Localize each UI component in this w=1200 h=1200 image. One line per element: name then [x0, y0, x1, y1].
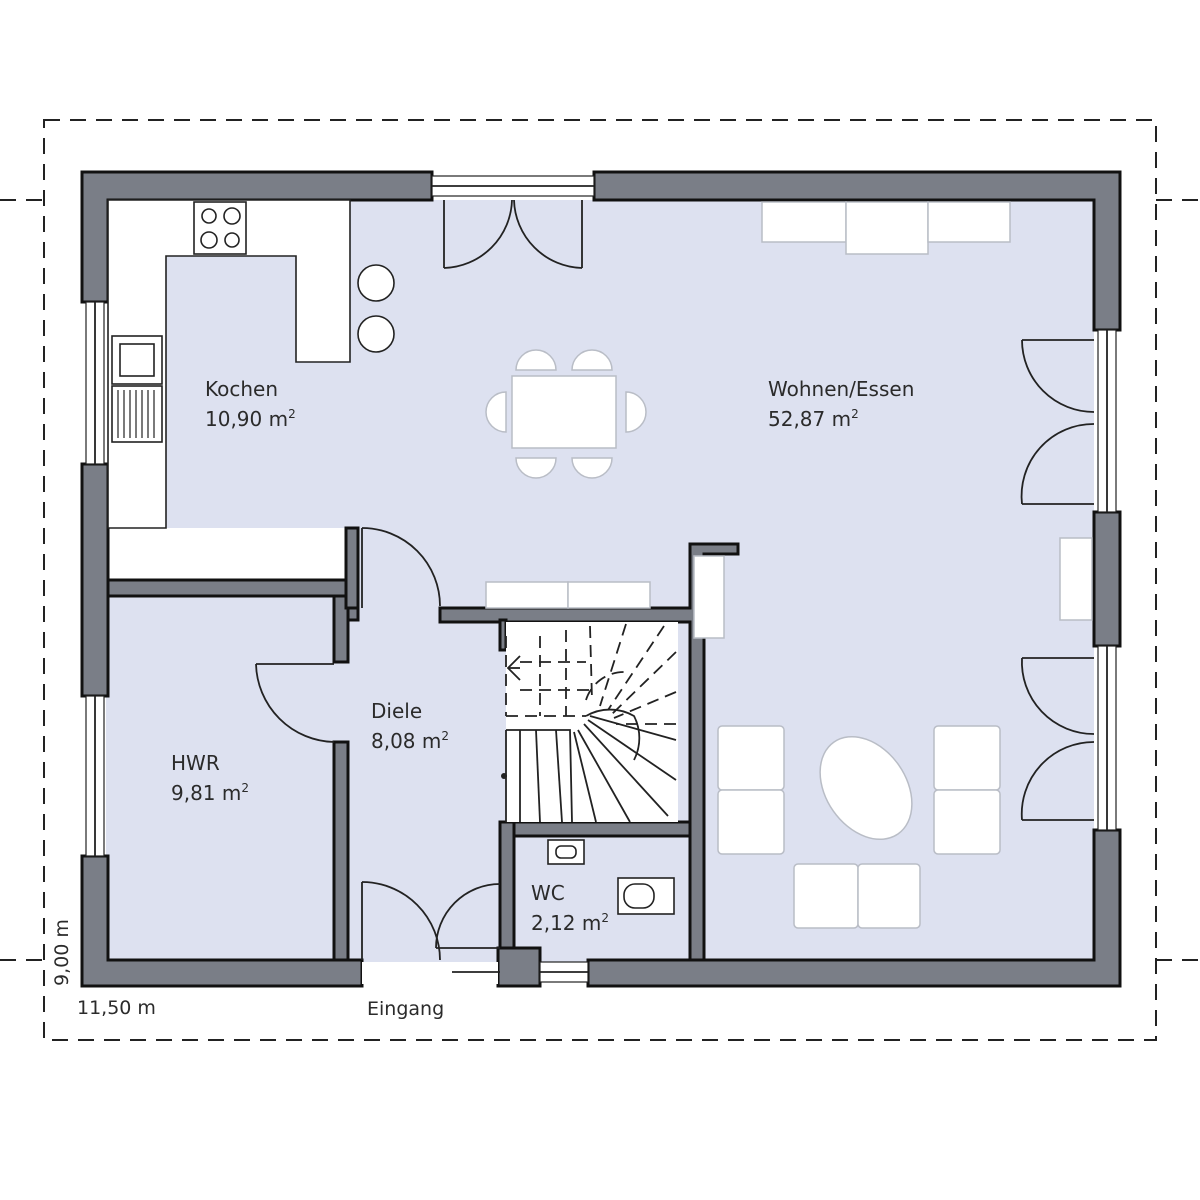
door-right-upper-a-arc: [1021, 339, 1095, 413]
room-name-wc: WC: [531, 881, 565, 905]
staircase: [501, 622, 678, 823]
burner-icon: [201, 208, 217, 224]
wall-bottom-right: [586, 828, 1122, 988]
wall-wc-left: [498, 820, 516, 950]
entrance-label: Eingang: [367, 998, 444, 1020]
door-hwr-arc: [255, 663, 335, 743]
coffee-table: [819, 735, 913, 841]
wall-right-mid: [1092, 510, 1122, 648]
cabinet-stair-side: [693, 555, 725, 639]
sideboard-top-a: [761, 201, 847, 243]
sideboard-top-c: [927, 201, 1011, 243]
armchair-right-top: [933, 725, 1001, 791]
burner-icon: [223, 207, 241, 225]
wall-left-mid: [80, 462, 110, 698]
door-terrace-right-arc: [513, 199, 583, 269]
drainboard-ribs: [117, 390, 155, 438]
door-right-upper-b-arc: [1020, 423, 1095, 505]
cabinet-right: [1059, 537, 1093, 621]
room-name-hwr: HWR: [171, 751, 220, 775]
room-name-wohnen: Wohnen/Essen: [768, 377, 914, 401]
sofa-right: [857, 863, 921, 929]
sideboard-stair-b: [567, 581, 651, 609]
door-terrace-left-arc: [443, 199, 513, 269]
wall-kochen-diele: [344, 526, 360, 610]
room-name-diele: Diele: [371, 699, 422, 723]
property-boundary: [43, 119, 1157, 1041]
sideboard-top-b: [845, 201, 929, 255]
room-area-hwr: 9,81 m2: [171, 781, 249, 805]
entrance-opening: [362, 962, 498, 984]
wall-hwr-right-lower: [332, 740, 350, 962]
room-area-wc: 2,12 m2: [531, 911, 609, 935]
wall-wc-top: [498, 820, 692, 838]
door-right-lower-a-arc: [1021, 657, 1095, 735]
sofa-left: [793, 863, 859, 929]
door-wc-arc: [435, 883, 501, 949]
wc-sink-basin: [555, 845, 577, 859]
bar-stool: [357, 264, 395, 302]
bar-stool: [357, 315, 395, 353]
armchair-left-bottom: [717, 789, 785, 855]
kitchen-lower-zone: [106, 528, 350, 580]
door-right-lower-b-arc: [1020, 741, 1095, 821]
dimension-width: 11,50 m: [77, 997, 156, 1019]
burner-icon: [200, 231, 218, 249]
kitchen-sink-basin: [119, 343, 155, 377]
room-area-diele: 8,08 m2: [371, 729, 449, 753]
sideboard-stair-a: [485, 581, 569, 609]
armchair-left-top: [717, 725, 785, 791]
door-kochen-arc: [361, 527, 441, 607]
room-area-wohnen: 52,87 m2: [768, 407, 859, 431]
room-name-kochen: Kochen: [205, 377, 278, 401]
dining-table: [511, 375, 617, 449]
toilet-bowl: [623, 883, 655, 909]
burner-icon: [224, 232, 240, 248]
dining-chairs: [485, 349, 647, 479]
armchair-right-bottom: [933, 789, 1001, 855]
wall-hwr-right-upper: [332, 594, 350, 664]
room-area-kochen: 10,90 m2: [205, 407, 296, 431]
wall-bottom-wc: [496, 946, 542, 988]
dimension-depth: 9,00 m: [51, 919, 73, 986]
door-entrance-arc: [361, 881, 441, 961]
wall-top-right: [592, 170, 1122, 332]
